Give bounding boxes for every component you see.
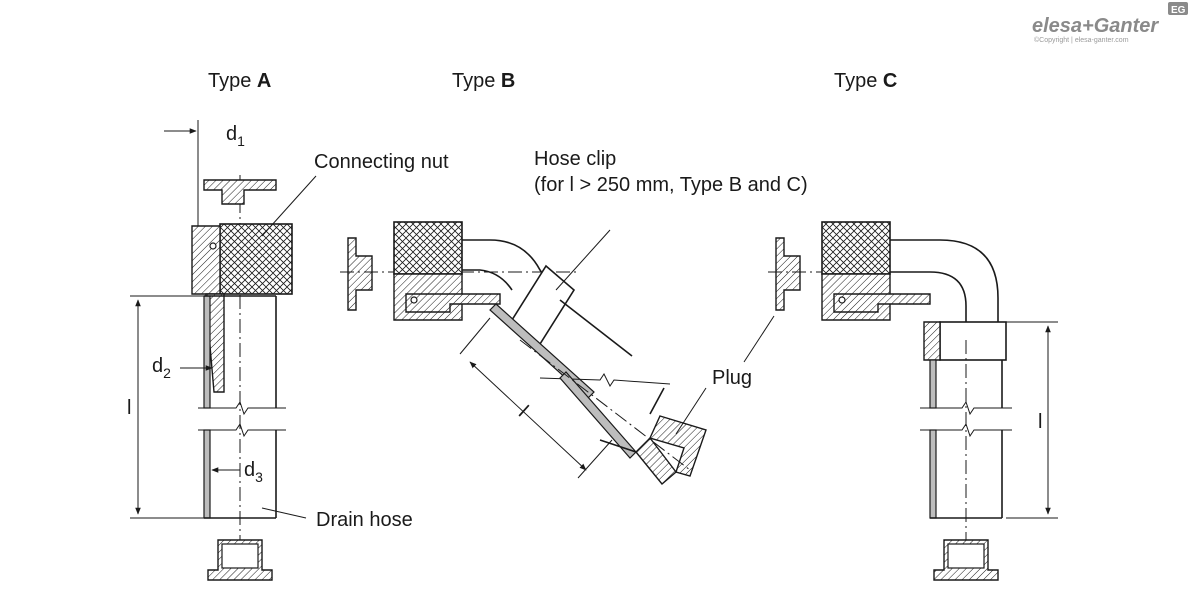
hose-clip-leader bbox=[555, 229, 611, 291]
type-a-nut-section bbox=[191, 225, 221, 295]
connecting-nut-leader bbox=[261, 175, 317, 237]
type-c-plug-leader bbox=[743, 315, 775, 363]
elesa-ganter-logo: elesa+Ganter EG ©Copyright | elesa-gante… bbox=[1032, 2, 1188, 44]
plug-label: Plug bbox=[712, 367, 752, 389]
hose-clip-label: Hose clip bbox=[534, 148, 616, 170]
type-b-fitting bbox=[405, 293, 501, 313]
type-b-drawing: l bbox=[340, 221, 707, 485]
plug-leader bbox=[675, 387, 707, 435]
d1-label: d1 bbox=[226, 123, 245, 149]
type-c-hose-clip bbox=[939, 321, 1007, 361]
type-a-break-top bbox=[198, 400, 286, 416]
type-c-nut-knurl bbox=[821, 221, 891, 275]
l-label-b: l bbox=[514, 402, 532, 421]
logo-copyright: ©Copyright | elesa-ganter.com bbox=[1034, 36, 1129, 44]
drain-hose-label: Drain hose bbox=[316, 509, 413, 531]
logo-badge: EG bbox=[1171, 5, 1186, 16]
logo-badge-box bbox=[1168, 2, 1188, 15]
type-c-drawing: l bbox=[743, 221, 1058, 581]
d3-label: d3 bbox=[244, 459, 263, 485]
l-label-a: l bbox=[127, 397, 131, 419]
type-b-elbow-outer bbox=[462, 239, 561, 301]
type-b-nut-knurl bbox=[393, 221, 463, 275]
type-b-elbow-inner bbox=[462, 269, 513, 291]
l-label-c: l bbox=[1038, 411, 1042, 433]
logo-wordmark: elesa+Ganter bbox=[1032, 15, 1159, 37]
type-a-hose-wall-lower bbox=[203, 429, 211, 519]
type-c-break-bottom bbox=[920, 422, 1012, 438]
type-b-break bbox=[539, 373, 671, 387]
type-b-side-plug bbox=[347, 237, 373, 311]
type-a-drawing: d1 l d2 d3 bbox=[127, 120, 317, 581]
type-a-nut-knurl bbox=[219, 223, 293, 295]
type-c-side-plug bbox=[775, 237, 801, 311]
type-a-hose-wall-left bbox=[203, 295, 211, 409]
type-a-oring bbox=[209, 242, 217, 250]
l-dimension-b bbox=[469, 361, 587, 471]
type-c-elbow-inner bbox=[890, 271, 967, 322]
type-c-fitting bbox=[833, 293, 931, 313]
type-c-break-top bbox=[920, 400, 1012, 416]
type-a-heading: Type A bbox=[208, 70, 271, 92]
hose-clip-note: (for l > 250 mm, Type B and C) bbox=[534, 174, 808, 196]
d2-label: d2 bbox=[152, 355, 171, 381]
type-c-heading: Type C bbox=[834, 70, 897, 92]
connecting-nut-label: Connecting nut bbox=[314, 151, 449, 173]
type-b-heading: Type B bbox=[452, 70, 515, 92]
type-a-break-bottom bbox=[198, 422, 286, 438]
type-a-top-cap bbox=[203, 179, 277, 205]
drain-hose-leader bbox=[261, 507, 307, 519]
type-c-hose-wall bbox=[929, 359, 937, 409]
type-c-elbow-outer bbox=[890, 239, 999, 322]
